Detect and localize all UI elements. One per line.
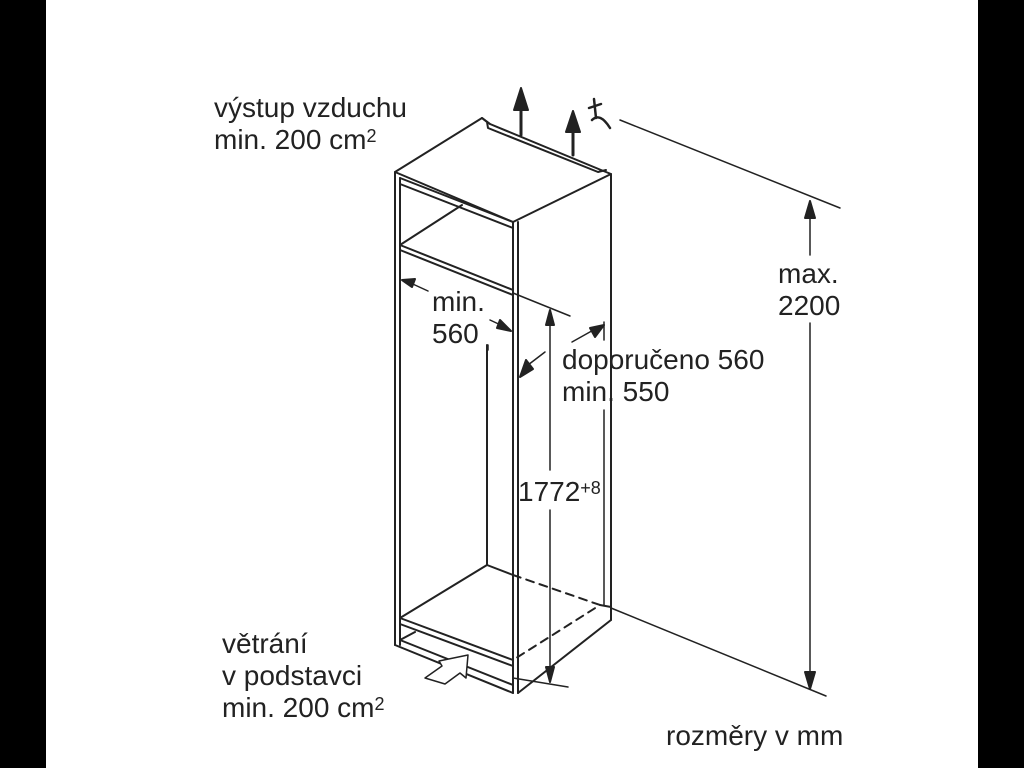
min-width-line1: min. xyxy=(432,286,485,317)
min-width-dimension xyxy=(401,278,512,351)
upper-shelf xyxy=(399,204,514,296)
max-height-label: max. 2200 xyxy=(778,258,840,322)
diagram-canvas: výstup vzduchu min. 200 cm2 min. 560 dop… xyxy=(46,0,978,768)
min-width-label: min. 560 xyxy=(432,286,485,350)
superscript: 2 xyxy=(374,694,385,714)
base-vent-arrow-icon xyxy=(424,654,469,685)
base-vent-line2: v podstavci xyxy=(222,660,363,691)
hinge-symbol-icon xyxy=(587,97,612,130)
niche-height-label: 1772+8 xyxy=(518,476,601,508)
air-outlet-area: min. 200 cm xyxy=(214,124,367,155)
depth-line1: doporučeno 560 xyxy=(562,344,765,375)
air-outlet-line1: výstup vzduchu xyxy=(214,92,407,123)
niche-height-tolerance: +8 xyxy=(580,478,601,498)
niche-height-dimension xyxy=(545,309,555,683)
base-vent-line1: větrání xyxy=(222,628,308,659)
air-outlet-line2: min. 200 cm2 xyxy=(214,124,407,156)
depth-label: doporučeno 560 min. 550 xyxy=(562,344,764,408)
base-vent-line3: min. 200 cm2 xyxy=(222,692,385,724)
units-note: rozměry v mm xyxy=(666,720,844,751)
depth-line2: min. 550 xyxy=(562,376,670,407)
cabinet-top xyxy=(394,117,612,223)
cabinet-right-post xyxy=(512,221,519,694)
base-vent-label: větrání v podstavci min. 200 cm2 xyxy=(222,628,385,724)
air-outlet-arrows-icon xyxy=(513,87,581,157)
cabinet-left-post xyxy=(394,171,401,646)
max-height-dimension xyxy=(804,200,816,690)
max-height-line1: max. xyxy=(778,258,839,289)
bottom-shelf xyxy=(399,564,612,667)
max-height-line2: 2200 xyxy=(778,290,841,321)
niche-height-value: 1772 xyxy=(518,476,581,507)
superscript: 2 xyxy=(366,126,377,146)
cabinet-diagram xyxy=(394,87,841,697)
min-width-line2: 560 xyxy=(432,318,479,349)
air-outlet-label: výstup vzduchu min. 200 cm2 xyxy=(214,92,407,156)
depth-dimension xyxy=(519,321,605,606)
base-vent-area: min. 200 cm xyxy=(222,692,375,723)
